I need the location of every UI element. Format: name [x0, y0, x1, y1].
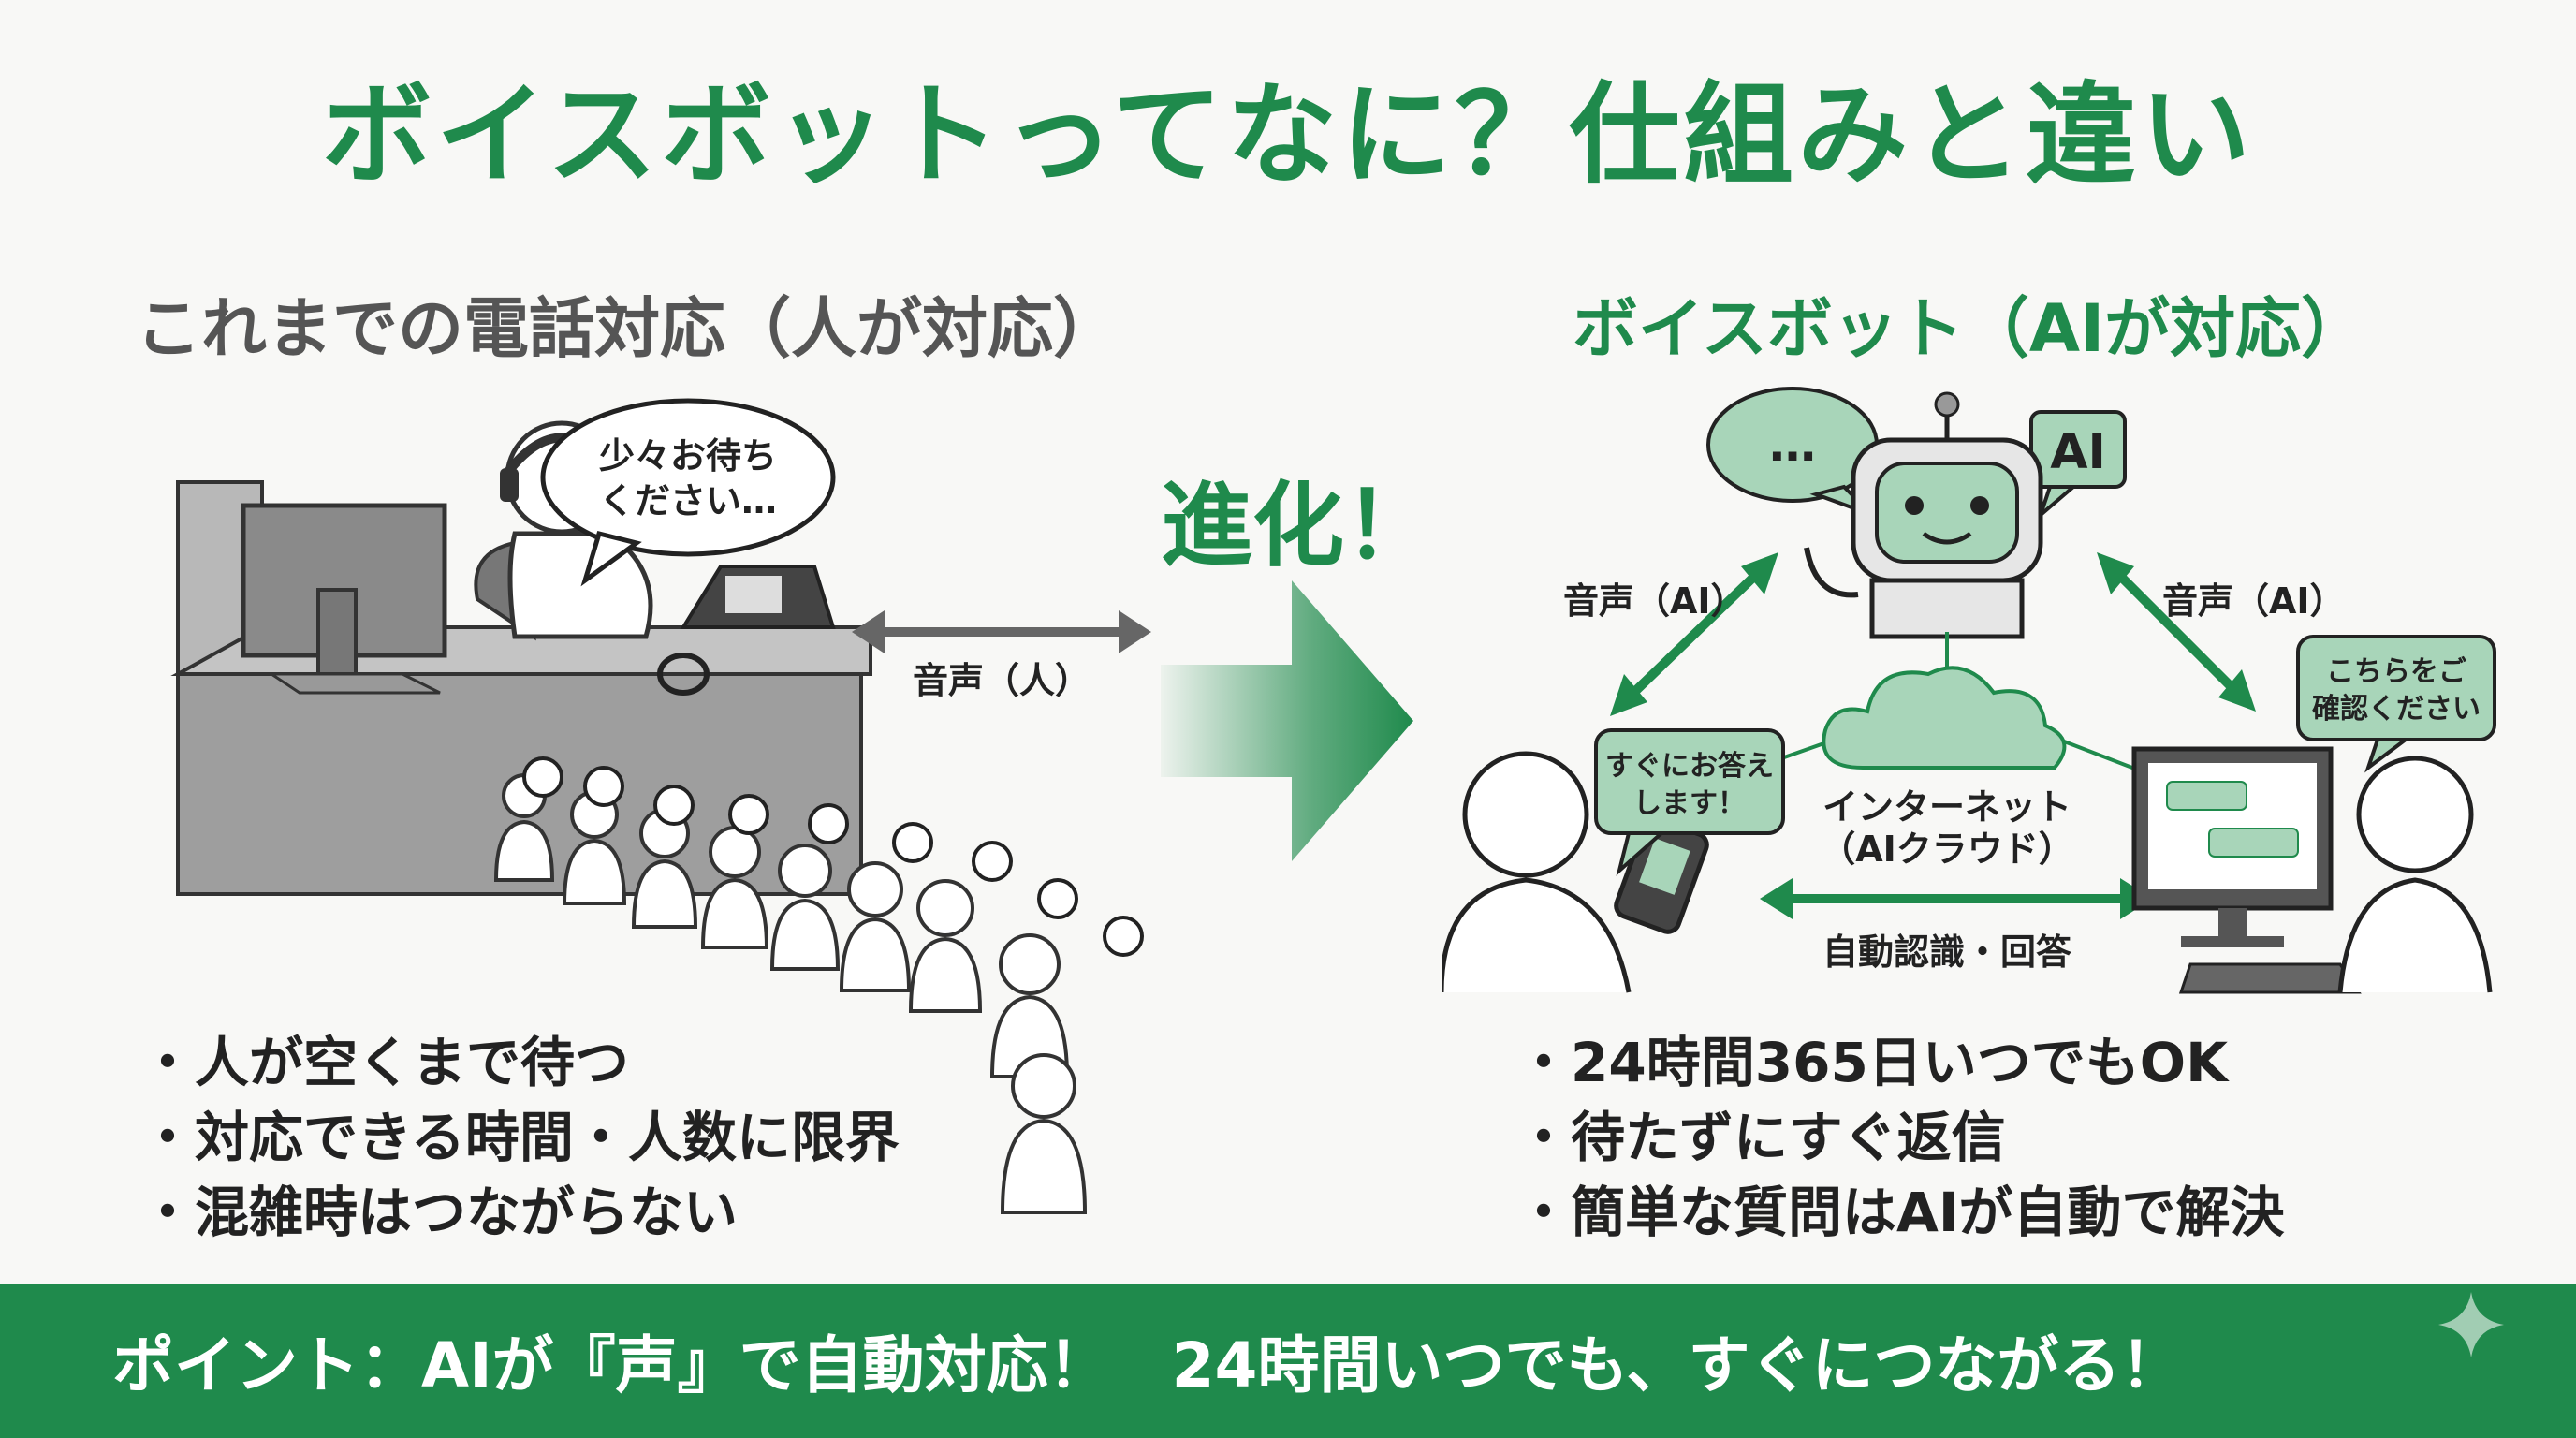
wait-speech-bubble: 少々お待ち ください…: [540, 398, 836, 587]
clock-icons: [522, 756, 1144, 957]
user-reply-bubble: すぐにお答え します！: [1594, 728, 1785, 876]
telephone-icon: [657, 565, 836, 696]
right-heading: ボイスボット（AIが対応）: [1573, 290, 2367, 367]
ai-voice-right-label: 音声（AI）: [2162, 580, 2346, 622]
left-heading: これまでの電話対応（人が対応）: [136, 290, 1119, 367]
left-bullet-list: 人が空くまで待つ 対応できる時間・人数に限界 混雑時はつながらない: [140, 1025, 900, 1250]
human-voice-label: 音声（人）: [913, 660, 1090, 701]
ai-badge-text: AI: [2050, 424, 2106, 480]
left-bullet-item: 人が空くまで待つ: [140, 1025, 900, 1100]
point-banner: [0, 1284, 2576, 1438]
right-bullet-item: 待たずにすぐ返信: [1516, 1100, 2285, 1175]
cloud-icon: [1675, 632, 2182, 798]
right-bullet-item: 24時間365日いつでもOK: [1516, 1025, 2285, 1100]
pc-reply-bubble: こちらをご 確認ください: [2296, 635, 2496, 773]
left-bullet-item: 混雑時はつながらない: [140, 1175, 900, 1250]
user-with-phone-icon: [1442, 751, 1709, 993]
pc-bubble-line2: 確認ください: [2312, 693, 2481, 726]
auto-recognition-label: 自動認識・回答: [1822, 932, 2072, 973]
ai-voice-left-label: 音声（AI）: [1563, 580, 1747, 622]
pc-bubble-line1: こちらをご: [2326, 655, 2466, 688]
evolve-label: 進化！: [1161, 473, 1437, 580]
right-bullet-item: 簡単な質問はAIが自動で解決: [1516, 1175, 2284, 1250]
cloud-line1: インターネット: [1822, 786, 2071, 828]
sparkle-icon: [2438, 1292, 2504, 1357]
speech-line1: 少々お待ち: [599, 435, 777, 477]
ellipsis-text: …: [1769, 418, 1816, 472]
ai-voice-arrows: [1610, 552, 2256, 919]
call-center-illustration: 少々お待ち ください…: [170, 398, 1144, 1214]
cloud-line2: （AIクラウド）: [1820, 829, 2074, 870]
speech-line2: ください…: [599, 480, 777, 521]
pc-user-icon: [2131, 746, 2493, 994]
user-bubble-line2: します！: [1633, 787, 1746, 820]
point-banner-text: ポイント：AIが『声』で自動対応！ 24時間いつでも、すぐにつながる！: [112, 1329, 2183, 1401]
voicebot-illustration: … AI 音声（AI） 音声（AI） インターネット （AIクラウド: [1442, 387, 2496, 994]
right-bullet-list: 24時間365日いつでもOK 待たずにすぐ返信 簡単な質問はAIが自動で解決: [1516, 1025, 2285, 1250]
ai-badge: AI: [2029, 410, 2127, 521]
page-title: ボイスボットってなに？仕組みと違い: [321, 70, 2255, 199]
monitor-icon: [241, 503, 447, 695]
ellipsis-bubble: …: [1706, 387, 1879, 517]
evolution-arrow: [1161, 580, 1413, 861]
user-bubble-line1: すぐにお答え: [1605, 750, 1774, 783]
robot-icon: [1804, 391, 2043, 639]
waiting-people-crowd: [493, 773, 1088, 1214]
left-bullet-item: 対応できる時間・人数に限界: [140, 1100, 900, 1175]
human-voice-arrow: 音声（人）: [852, 610, 1151, 701]
